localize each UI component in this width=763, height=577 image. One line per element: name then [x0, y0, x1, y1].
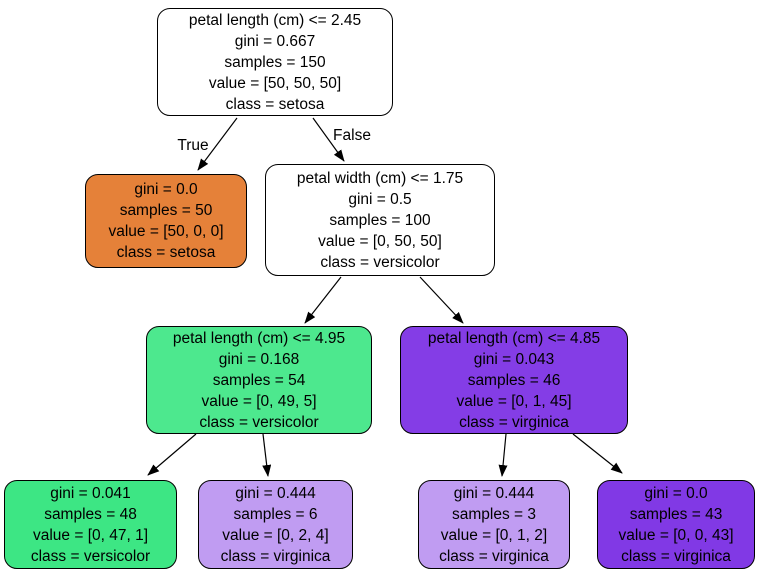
- node-value: value = [0, 2, 4]: [222, 526, 329, 544]
- edge-root-false: [312, 117, 345, 162]
- node-class: class = setosa: [116, 244, 216, 261]
- node-leaf-virginica-pure: gini = 0.0 samples = 43 value = [0, 0, 4…: [597, 480, 755, 569]
- node-condition: petal width (cm) <= 1.75: [296, 169, 464, 187]
- node-value: value = [0, 1, 45]: [456, 392, 572, 410]
- node-class: class = versicolor: [199, 413, 319, 431]
- node-value: value = [50, 0, 0]: [108, 223, 224, 240]
- edge-label-false: False: [333, 127, 371, 144]
- edge-purple-left: [498, 433, 508, 477]
- node-samples: samples = 150: [224, 53, 326, 71]
- node-condition: petal length (cm) <= 2.45: [188, 11, 362, 29]
- node-value: value = [50, 50, 50]: [208, 74, 342, 92]
- node-class: class = versicolor: [320, 253, 440, 271]
- edge-green-right: [262, 433, 272, 477]
- node-gini: gini = 0.444: [453, 484, 535, 502]
- node-gini: gini = 0.0: [644, 484, 708, 502]
- node-gini: gini = 0.5: [348, 190, 412, 208]
- node-class: class = virginica: [439, 547, 549, 565]
- node-samples: samples = 100: [329, 211, 431, 229]
- node-samples: samples = 50: [119, 202, 213, 219]
- edge-green-left: [147, 433, 197, 476]
- node-split-petal-width-1.75: petal width (cm) <= 1.75 gini = 0.5 samp…: [265, 164, 495, 276]
- node-gini: gini = 0.041: [50, 484, 131, 502]
- edge-label-true: True: [177, 137, 208, 154]
- edge-purple-right: [572, 433, 623, 474]
- edge-root-true: [197, 117, 238, 171]
- node-class: class = virginica: [621, 547, 731, 565]
- node-samples: samples = 54: [212, 371, 306, 389]
- node-gini: gini = 0.667: [234, 32, 316, 50]
- node-gini: gini = 0.0: [134, 181, 198, 198]
- node-condition: petal length (cm) <= 4.85: [427, 329, 601, 347]
- node-samples: samples = 6: [233, 505, 318, 523]
- node-samples: samples = 3: [451, 505, 536, 523]
- node-class: class = virginica: [220, 547, 331, 565]
- node-split-petal-length-4.85: petal length (cm) <= 4.85 gini = 0.043 s…: [400, 326, 628, 434]
- node-value: value = [0, 1, 2]: [440, 526, 548, 544]
- node-samples: samples = 46: [467, 371, 561, 389]
- node-gini: gini = 0.043: [473, 350, 555, 368]
- edge-petalwidth-left: [304, 276, 342, 324]
- node-class: class = versicolor: [30, 547, 151, 565]
- node-value: value = [0, 49, 5]: [201, 392, 317, 410]
- edge-petalwidth-right: [419, 276, 464, 324]
- node-class: class = virginica: [459, 413, 569, 431]
- node-leaf-virginica-mixed-3: gini = 0.444 samples = 3 value = [0, 1, …: [418, 480, 570, 569]
- node-gini: gini = 0.444: [235, 484, 316, 502]
- node-split-petal-length-4.95: petal length (cm) <= 4.95 gini = 0.168 s…: [146, 326, 372, 434]
- node-leaf-setosa: gini = 0.0 samples = 50 value = [50, 0, …: [85, 174, 247, 268]
- node-leaf-versicolor: gini = 0.041 samples = 48 value = [0, 47…: [4, 480, 177, 569]
- node-samples: samples = 43: [629, 505, 723, 523]
- node-gini: gini = 0.168: [218, 350, 300, 368]
- node-samples: samples = 48: [44, 505, 137, 523]
- node-split-petal-length-2.45: petal length (cm) <= 2.45 gini = 0.667 s…: [157, 8, 393, 116]
- node-value: value = [0, 0, 43]: [618, 526, 734, 544]
- node-leaf-virginica-mixed-6: gini = 0.444 samples = 6 value = [0, 2, …: [198, 480, 353, 569]
- node-condition: petal length (cm) <= 4.95: [172, 329, 346, 347]
- node-value: value = [0, 47, 1]: [32, 526, 149, 544]
- node-class: class = setosa: [225, 95, 325, 113]
- node-value: value = [0, 50, 50]: [318, 232, 442, 250]
